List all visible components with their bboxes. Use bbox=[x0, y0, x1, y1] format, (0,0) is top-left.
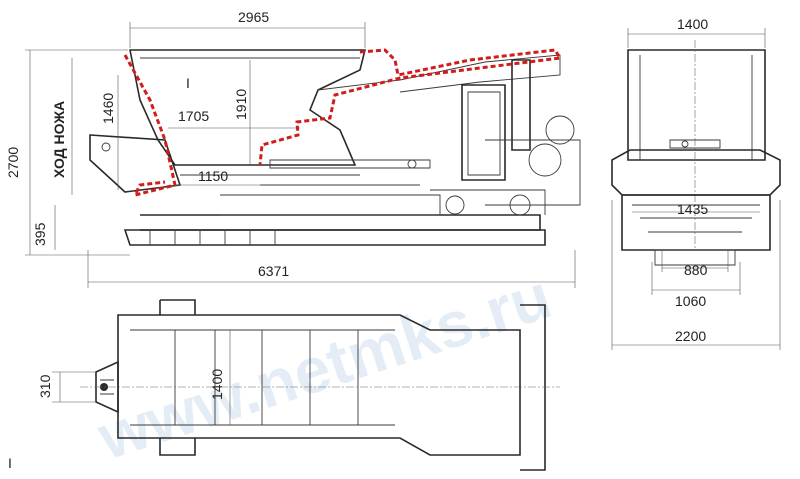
section-mark: I bbox=[186, 75, 190, 91]
dim-1705: 1705 bbox=[178, 108, 209, 124]
corner-mark: I bbox=[8, 455, 12, 471]
side-view: 2965 6371 2700 ХОД НОЖА 1460 395 1910 17… bbox=[5, 9, 581, 288]
dim-plan-310: 310 bbox=[37, 374, 53, 398]
dim-1910: 1910 bbox=[233, 89, 249, 120]
dim-395: 395 bbox=[32, 222, 48, 246]
dim-end-880: 880 bbox=[684, 262, 708, 278]
dim-1460: 1460 bbox=[100, 93, 116, 124]
dim-end-top-width: 1400 bbox=[677, 16, 708, 32]
dim-end-overall-width: 2200 bbox=[675, 328, 706, 344]
dim-plan-1400: 1400 bbox=[209, 369, 225, 400]
dim-hopper-length: 2965 bbox=[238, 9, 269, 25]
blade-travel-label: ХОД НОЖА bbox=[51, 101, 67, 178]
dim-overall-length: 6371 bbox=[258, 263, 289, 279]
dim-total-height: 2700 bbox=[5, 147, 21, 178]
dim-end-1060: 1060 bbox=[675, 293, 706, 309]
plan-view: 1400 310 bbox=[37, 299, 560, 471]
blade-travel-path bbox=[123, 54, 177, 198]
dim-end-1435: 1435 bbox=[677, 201, 708, 217]
dim-1150: 1150 bbox=[198, 168, 228, 184]
end-view: 1400 1435 880 1060 2200 bbox=[611, 16, 781, 350]
